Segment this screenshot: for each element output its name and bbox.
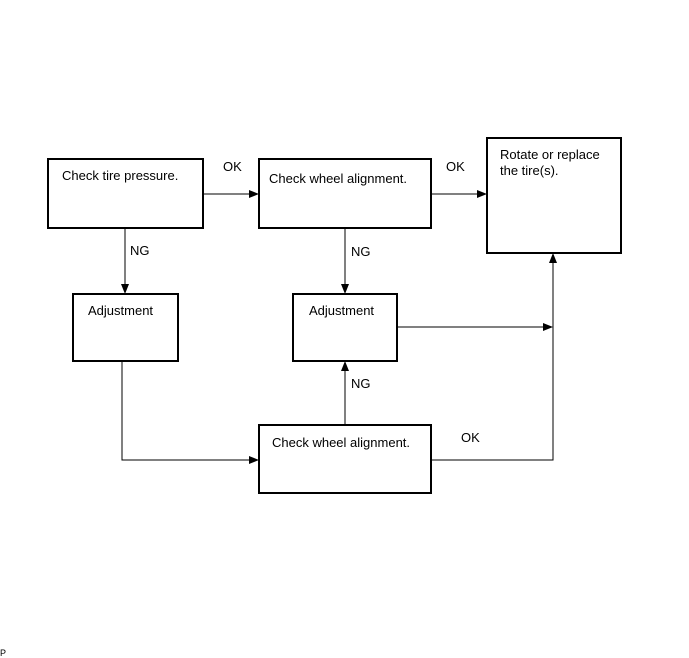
edge-ng-1-label: NG [130,243,150,258]
edge-ok-2-label: OK [446,159,465,174]
check-tire-pressure-box [47,158,204,229]
edge-ok-1-label: OK [223,159,242,174]
adjustment-left-label: Adjustment [88,303,153,318]
edge-ng-3-arrowhead [341,361,349,371]
edge-ng-2-label: NG [351,244,371,259]
rotate-replace-box [486,137,622,254]
edge-ng-3-label: NG [351,376,371,391]
edge-adjustment-left-line [121,361,250,461]
adjustment-center-label: Adjustment [309,303,374,318]
check-wheel-alignment-bottom-label: Check wheel alignment. [272,435,410,450]
check-tire-pressure-label: Check tire pressure. [62,168,178,183]
edge-ok-3-arrowhead [549,253,557,263]
check-wheel-alignment-box-top [258,158,432,229]
adjustment-box-left [72,293,179,362]
edge-ok-3-line [431,262,554,461]
rotate-replace-label-line2: the tire(s). [500,163,559,178]
edge-ng-1-arrowhead [121,284,129,294]
edge-adjustment-center-arrowhead [543,323,553,331]
check-wheel-alignment-box-bottom [258,424,432,494]
check-wheel-alignment-top-label: Check wheel alignment. [269,171,407,186]
rotate-replace-label-line1: Rotate or replace [500,147,600,162]
corner-mark-text: P [0,648,6,658]
edge-ok-3-label: OK [461,430,480,445]
edge-ok-1-arrowhead [249,190,259,198]
edge-adjustment-left-arrowhead [249,456,259,464]
edge-ok-2-arrowhead [477,190,487,198]
edge-ng-2-arrowhead [341,284,349,294]
